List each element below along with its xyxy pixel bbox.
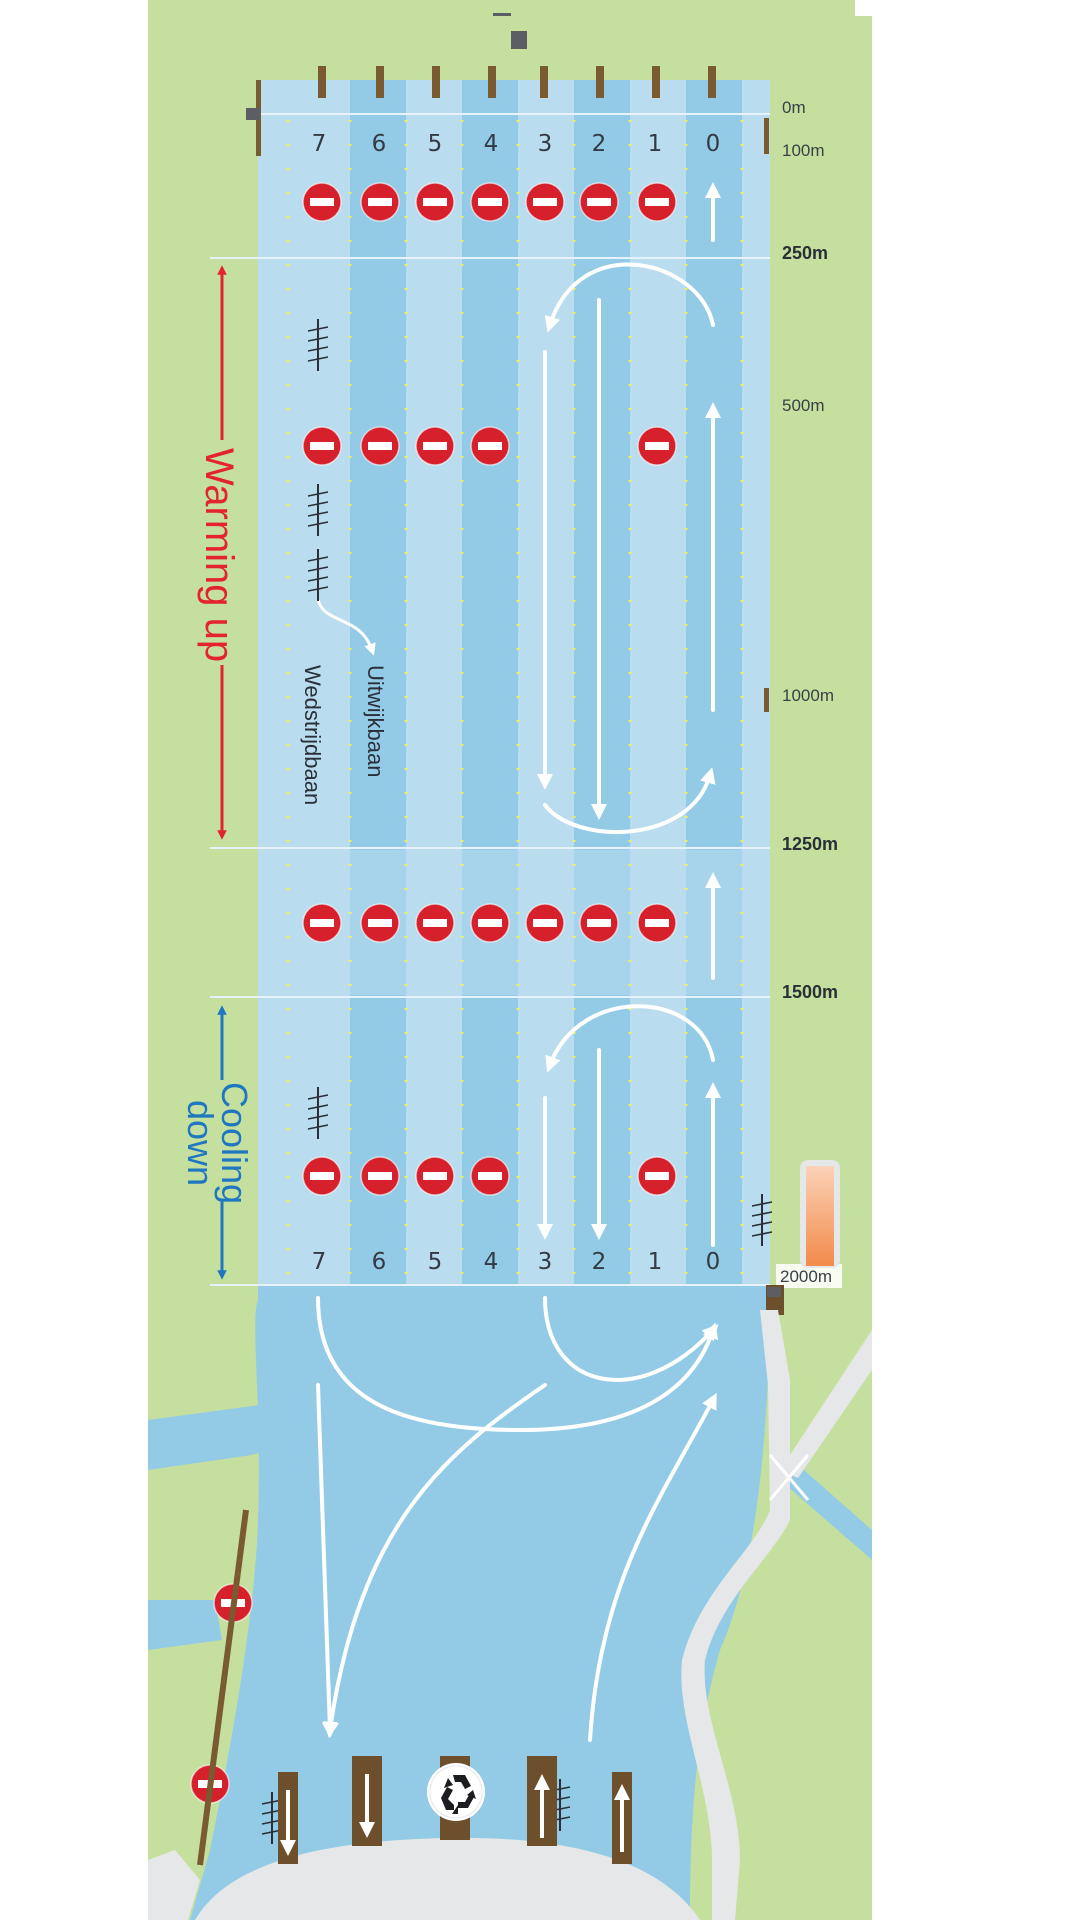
no-entry-icon	[525, 182, 565, 222]
svg-text:3: 3	[538, 1249, 553, 1275]
no-entry-icon	[579, 182, 619, 222]
no-entry-icon	[579, 903, 619, 943]
no-entry-icon	[415, 182, 455, 222]
escape-lane-label: Uitwijkbaan	[363, 665, 388, 778]
svg-text:Cooling: Cooling	[214, 1082, 255, 1204]
no-entry-icon	[415, 903, 455, 943]
no-entry-icon	[470, 182, 510, 222]
no-entry-icon	[360, 1156, 400, 1196]
svg-text:2: 2	[592, 131, 607, 157]
start-tower-icon	[511, 31, 527, 49]
svg-text:7: 7	[312, 1249, 327, 1275]
svg-text:2000m: 2000m	[780, 1267, 832, 1286]
no-entry-icon	[637, 426, 677, 466]
svg-text:4: 4	[484, 1249, 499, 1275]
turn-arrow-icon	[545, 1004, 715, 1073]
svg-text:4: 4	[484, 131, 499, 157]
no-entry-icon	[360, 426, 400, 466]
cooling-down-zone: Cooling down	[180, 1005, 255, 1280]
svg-text:1: 1	[648, 1249, 663, 1275]
warming-up-zone: Warming up	[197, 265, 241, 840]
finish-tower-highlight	[806, 1166, 834, 1266]
svg-text:1: 1	[648, 131, 663, 157]
svg-text:0m: 0m	[782, 98, 806, 117]
turn-arrow-icon	[543, 767, 716, 835]
no-entry-icon	[360, 182, 400, 222]
svg-text:250m: 250m	[782, 243, 828, 263]
no-entry-icon	[302, 426, 342, 466]
lane-numbers-bottom: 7 6 5 4 3 2 1 0	[312, 1249, 721, 1275]
svg-text:2: 2	[592, 1249, 607, 1275]
svg-text:6: 6	[372, 1249, 387, 1275]
footpath-branch	[780, 1330, 872, 1478]
no-entry-icon	[302, 903, 342, 943]
no-entry-icon	[302, 182, 342, 222]
footpath	[681, 1310, 790, 1920]
svg-text:3: 3	[538, 131, 553, 157]
left-canal-lower	[148, 1600, 222, 1650]
top-right-blank	[855, 0, 875, 16]
lane-numbers-top: 7 6 5 4 3 2 1 0	[312, 131, 721, 157]
svg-text:5: 5	[428, 1249, 443, 1275]
svg-text:5: 5	[428, 131, 443, 157]
no-entry-icon	[470, 1156, 510, 1196]
race-lane-label: Wedstrijdbaan	[300, 665, 325, 805]
svg-text:7: 7	[312, 131, 327, 157]
start-tower-roof	[493, 13, 511, 16]
svg-text:6: 6	[372, 131, 387, 157]
recycle-icon	[427, 1763, 485, 1821]
no-entry-icon	[637, 903, 677, 943]
no-entry-icon	[415, 1156, 455, 1196]
svg-text:1250m: 1250m	[782, 834, 838, 854]
svg-text:0: 0	[706, 1249, 721, 1275]
basin-flow-arrows	[316, 1296, 719, 1742]
no-entry-icon	[360, 903, 400, 943]
escape-arrow-icon	[316, 599, 376, 656]
distance-lines	[210, 113, 770, 1286]
svg-text:1500m: 1500m	[782, 982, 838, 1002]
no-entry-icon	[637, 182, 677, 222]
bottom-left-land	[148, 1850, 200, 1920]
no-entry-icon	[470, 903, 510, 943]
lanes	[258, 80, 770, 1285]
turn-arrow-icon	[544, 262, 715, 333]
no-entry-icon	[470, 426, 510, 466]
no-entry-icon	[637, 1156, 677, 1196]
bridge-icon	[768, 1454, 810, 1501]
no-entry-icon	[525, 903, 565, 943]
svg-text:1000m: 1000m	[782, 686, 834, 705]
svg-text:500m: 500m	[782, 396, 825, 415]
boathouse-area	[195, 1837, 700, 1920]
svg-text:down: down	[180, 1100, 221, 1186]
no-entry-icon	[302, 1156, 342, 1196]
left-pier	[197, 1509, 249, 1866]
svg-text:0: 0	[706, 131, 721, 157]
start-posts	[246, 66, 769, 712]
svg-text:Warming up: Warming up	[197, 448, 241, 662]
svg-text:100m: 100m	[782, 141, 825, 160]
traffic-arrows	[537, 182, 721, 1247]
no-entry-icon	[415, 426, 455, 466]
